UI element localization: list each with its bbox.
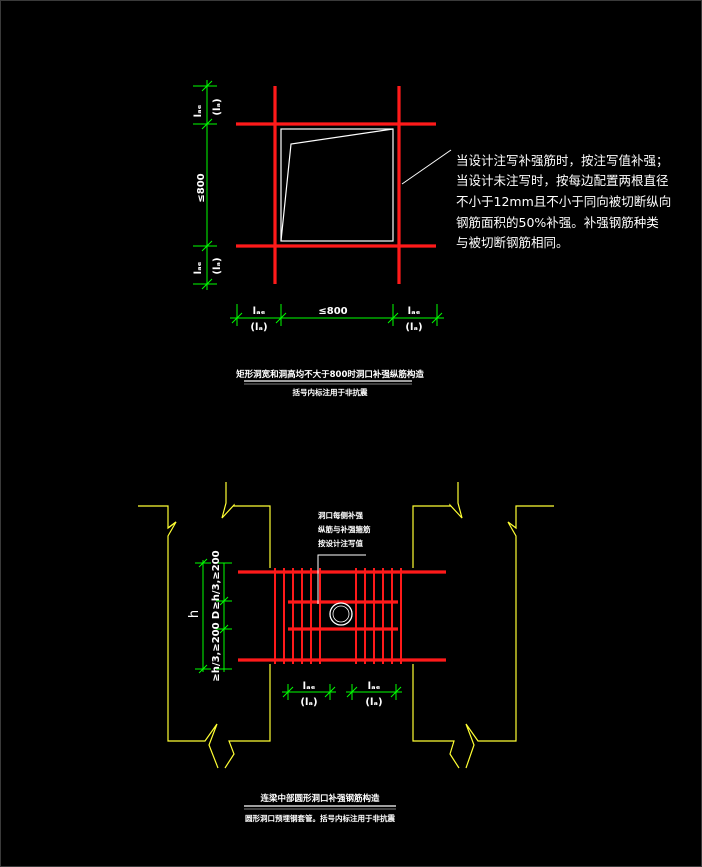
detail-subtitle: 括号内标注用于非抗震	[293, 387, 368, 397]
dim-left-anchor: lₐₑ	[303, 681, 316, 692]
callout-leader	[317, 554, 366, 604]
opening-outline	[280, 128, 394, 242]
callout-line: 纵筋与补强箍筋	[318, 524, 371, 534]
detail-title: 连梁中部圆形洞口补强钢筋构造	[260, 793, 380, 804]
circular-opening-detail: 洞口每侧补强 纵筋与补强箍筋 按设计注写值 h ≥h/3,≥200 D ≥h/3…	[138, 482, 554, 823]
dim-left-top-sub: (lₐ)	[212, 98, 223, 115]
callout-line: 按设计注写值	[318, 538, 363, 548]
dim-bot-left-sub: (lₐ)	[250, 322, 267, 333]
longitudinal-bars	[238, 570, 446, 662]
callout-line: 洞口每侧补强	[317, 510, 363, 520]
note-leader	[401, 149, 452, 185]
dim-right-anchor-sub: (lₐ)	[365, 697, 382, 708]
dim-left-mid: ≤800	[196, 173, 207, 202]
note-line: 当设计未注写时，按每边配置两根直径	[456, 173, 669, 188]
note-line: 不小于12mm且不小于同向被切断纵向	[456, 194, 671, 209]
detail-subtitle: 圆形洞口预埋钢套管。括号内标注用于非抗震	[245, 813, 395, 823]
rect-opening-detail: lₐₑ (lₐ) ≤800 lₐₑ (lₐ) lₐₑ (lₐ) ≤800 lₐₑ…	[193, 80, 671, 397]
detail-title: 矩形洞宽和洞高均不大于800时洞口补强纵筋构造	[235, 369, 424, 380]
wall-outline	[138, 482, 554, 769]
dim-bot-mid: ≤800	[318, 306, 347, 317]
dim-right-anchor: lₐₑ	[368, 681, 381, 692]
dim-left-bot-sub: (lₐ)	[212, 257, 223, 274]
dim-left-top: lₐₑ	[193, 104, 204, 117]
bottom-dimension-chain	[230, 304, 444, 326]
dim-left-anchor-sub: (lₐ)	[300, 697, 317, 708]
h-dimension-chain	[195, 558, 232, 674]
left-dimension-chain	[193, 80, 217, 290]
reinforcement-note: 当设计注写补强筋时，按注写值补强； 当设计未注写时，按每边配置两根直径 不小于1…	[456, 153, 671, 250]
note-line: 钢筋面积的50%补强。补强钢筋种类	[456, 215, 659, 230]
dim-top: ≥h/3,≥200	[211, 550, 222, 609]
circular-sleeve-inner	[332, 605, 350, 623]
dim-left-bot: lₐₑ	[193, 261, 204, 274]
note-line: 当设计注写补强筋时，按注写值补强；	[456, 153, 669, 168]
dim-bot-right-sub: (lₐ)	[405, 322, 422, 333]
stirrups	[274, 568, 402, 664]
note-line: 与被切断钢筋相同。	[456, 235, 569, 250]
reinforcing-bars	[236, 86, 436, 284]
dim-h: h	[187, 610, 202, 618]
dim-bot-right: lₐₑ	[408, 306, 421, 317]
dim-bot-left: lₐₑ	[253, 306, 266, 317]
anchor-dimensions	[282, 684, 402, 700]
dim-mid: D	[211, 611, 222, 619]
dim-bot: ≥h/3,≥200	[211, 622, 222, 681]
